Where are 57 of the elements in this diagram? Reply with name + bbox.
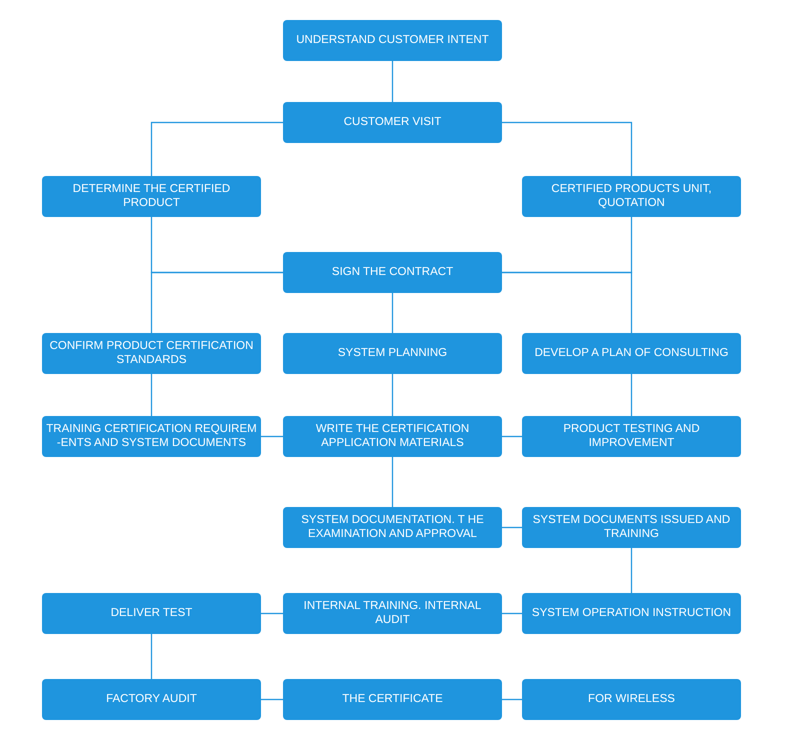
connector-line [150,272,283,333]
connector-line [261,612,283,614]
process-box [42,593,261,634]
connector-line [630,548,632,593]
process-box [522,507,741,548]
box-text: INTERNAL TRAINING. INTERNAL AUDIT [302,600,482,628]
connector-line [502,436,522,438]
process-box [283,507,502,548]
box-text: DETERMINE THE CERTIFIED PRODUCT [72,182,232,210]
connector-line [261,436,283,438]
process-box [522,679,741,720]
box-text: FOR WIRELESS [588,692,675,706]
box-text: DEVELOP A PLAN OF CONSULTING [534,346,728,360]
process-box [42,679,261,720]
connector-line [150,634,152,679]
process-box [283,102,502,143]
box-text: DELIVER TEST [110,606,192,620]
box-text: WRITE THE CERTIFICATION APPLICATION MATERIALS [314,422,470,450]
box-text: SYSTEM OPERATION INSTRUCTION [532,606,732,620]
process-box [283,252,502,293]
connector-line [392,374,394,416]
box-text: FACTORY AUDIT [106,692,197,706]
box-text: SYSTEM DOCUMENTS ISSUED AND TRAINING [532,514,732,542]
connector-line [392,457,394,507]
connector-line [392,293,394,333]
process-box [42,176,261,217]
connector-line [630,374,632,416]
connector-line [150,374,152,416]
connector-line [502,698,522,700]
process-box [283,416,502,457]
box-text: SYSTEM PLANNING [338,346,448,360]
connector-line [502,612,522,614]
box-text: TRAINING CERTIFICATION REQUIREM -ENTS AND SYSTEM DOCUMENTS [45,422,258,450]
box-text: CUSTOMER VISIT [344,116,442,130]
connector-line [502,526,522,528]
process-box [42,333,261,374]
process-box [283,679,502,720]
process-box [522,176,741,217]
box-text: SIGN THE CONTRACT [332,266,454,280]
box-text: THE CERTIFICATE [342,692,443,706]
connector-line [150,122,283,176]
process-box [522,593,741,634]
process-box [522,416,741,457]
box-text: PRODUCT TESTING AND IMPROVEMENT [562,422,701,450]
process-box [283,593,502,634]
process-box [522,333,741,374]
connector-line [502,272,632,333]
process-box [283,333,502,374]
process-box [283,20,502,61]
box-text: UNDERSTAND CUSTOMER INTENT [296,34,489,48]
connector-line [502,122,632,176]
process-box [42,416,261,457]
box-text: SYSTEM DOCUMENTATION. T HE EXAMINATION AND APPROVAL [300,514,485,542]
box-text: CERTIFIED PRODUCTS UNIT, QUOTATION [550,182,713,210]
box-text: CONFIRM PRODUCT CERTIFICATION STANDARDS [48,340,254,368]
connector-line [261,698,283,700]
connector-line [392,61,394,102]
